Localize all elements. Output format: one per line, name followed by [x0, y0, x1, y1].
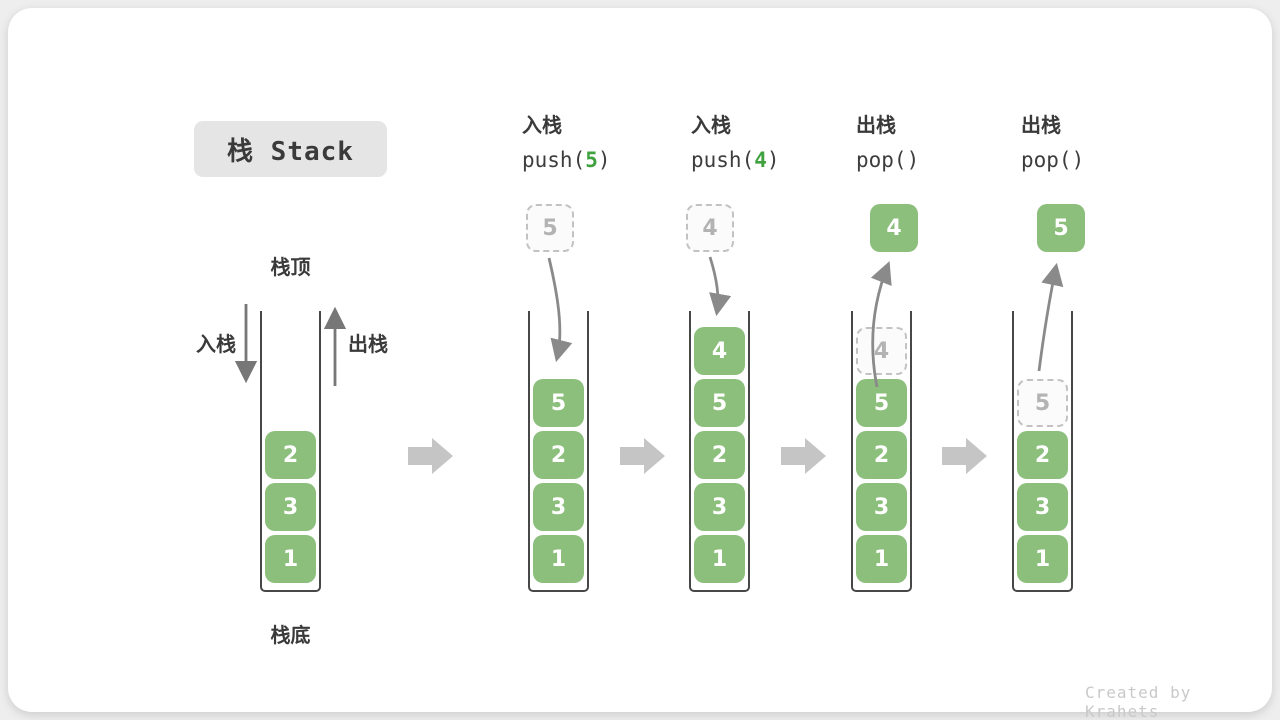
stack-cell: 1 [533, 535, 584, 583]
stack-cell: 3 [856, 483, 907, 531]
stack-cell: 5 [1017, 379, 1068, 427]
stack-after-push-4-header: 入栈 push(4) [691, 112, 780, 173]
stack-after-push-5-header: 入栈 push(5) [522, 112, 611, 173]
stack-cell: 4 [856, 327, 907, 375]
stack-cell: 1 [265, 535, 316, 583]
stack-cell: 3 [533, 483, 584, 531]
stack-cell: 3 [1017, 483, 1068, 531]
stack-bottom-label: 栈底 [270, 623, 311, 647]
stack-cell: 2 [856, 431, 907, 479]
stack-cell: 5 [694, 379, 745, 427]
operation-label: 出栈 [1021, 113, 1061, 137]
next-step-block-arrow-icon [620, 438, 665, 474]
stack-cell: 2 [694, 431, 745, 479]
operation-code: push(5) [522, 148, 611, 172]
operation-label: 入栈 [691, 113, 731, 137]
operation-label: 出栈 [856, 113, 896, 137]
stack-after-push-5-well [528, 311, 589, 592]
stack-after-push-4-well [689, 311, 750, 592]
stack-cell: 5 [856, 379, 907, 427]
stack-cell: 3 [694, 483, 745, 531]
stack-after-push-4-floating-box: 4 [686, 204, 734, 252]
stack-top-label: 栈顶 [270, 255, 311, 279]
stack-after-pop-5-header: 出栈 pop() [1021, 112, 1084, 173]
stack-cell: 2 [533, 431, 584, 479]
watermark: Created by Krahets [1085, 683, 1192, 720]
next-step-block-arrow-icon [408, 438, 453, 474]
stack-after-pop-5-floating-box: 5 [1037, 204, 1085, 252]
stack-after-pop-5-well [1012, 311, 1073, 592]
stack-cell: 3 [265, 483, 316, 531]
arrows-layer [234, 256, 1064, 474]
stack-after-push-4-push-arrow-icon [708, 256, 732, 317]
next-step-block-arrow-icon [781, 438, 826, 474]
next-step-block-arrow-icon [942, 438, 987, 474]
stack-cell: 4 [694, 327, 745, 375]
stack-after-push-5-floating-box: 5 [526, 204, 574, 252]
stack-cell: 5 [533, 379, 584, 427]
stack-after-pop-4-well [851, 311, 912, 592]
stack-cell: 1 [694, 535, 745, 583]
operation-code: pop() [1021, 148, 1085, 172]
title-badge: 栈 Stack [194, 121, 387, 177]
stack-after-pop-4-floating-box: 4 [870, 204, 918, 252]
stack-initial-well [260, 311, 321, 592]
stack-after-pop-4-header: 出栈 pop() [856, 112, 919, 173]
push-label: 入栈 [196, 332, 236, 356]
pop-label: 出栈 [348, 332, 388, 356]
operation-label: 入栈 [522, 113, 562, 137]
stack-cell: 2 [265, 431, 316, 479]
stack-cell: 1 [1017, 535, 1068, 583]
stack-cell: 2 [1017, 431, 1068, 479]
stack-cell: 1 [856, 535, 907, 583]
operation-code: push(4) [691, 148, 780, 172]
operation-code: pop() [856, 148, 920, 172]
